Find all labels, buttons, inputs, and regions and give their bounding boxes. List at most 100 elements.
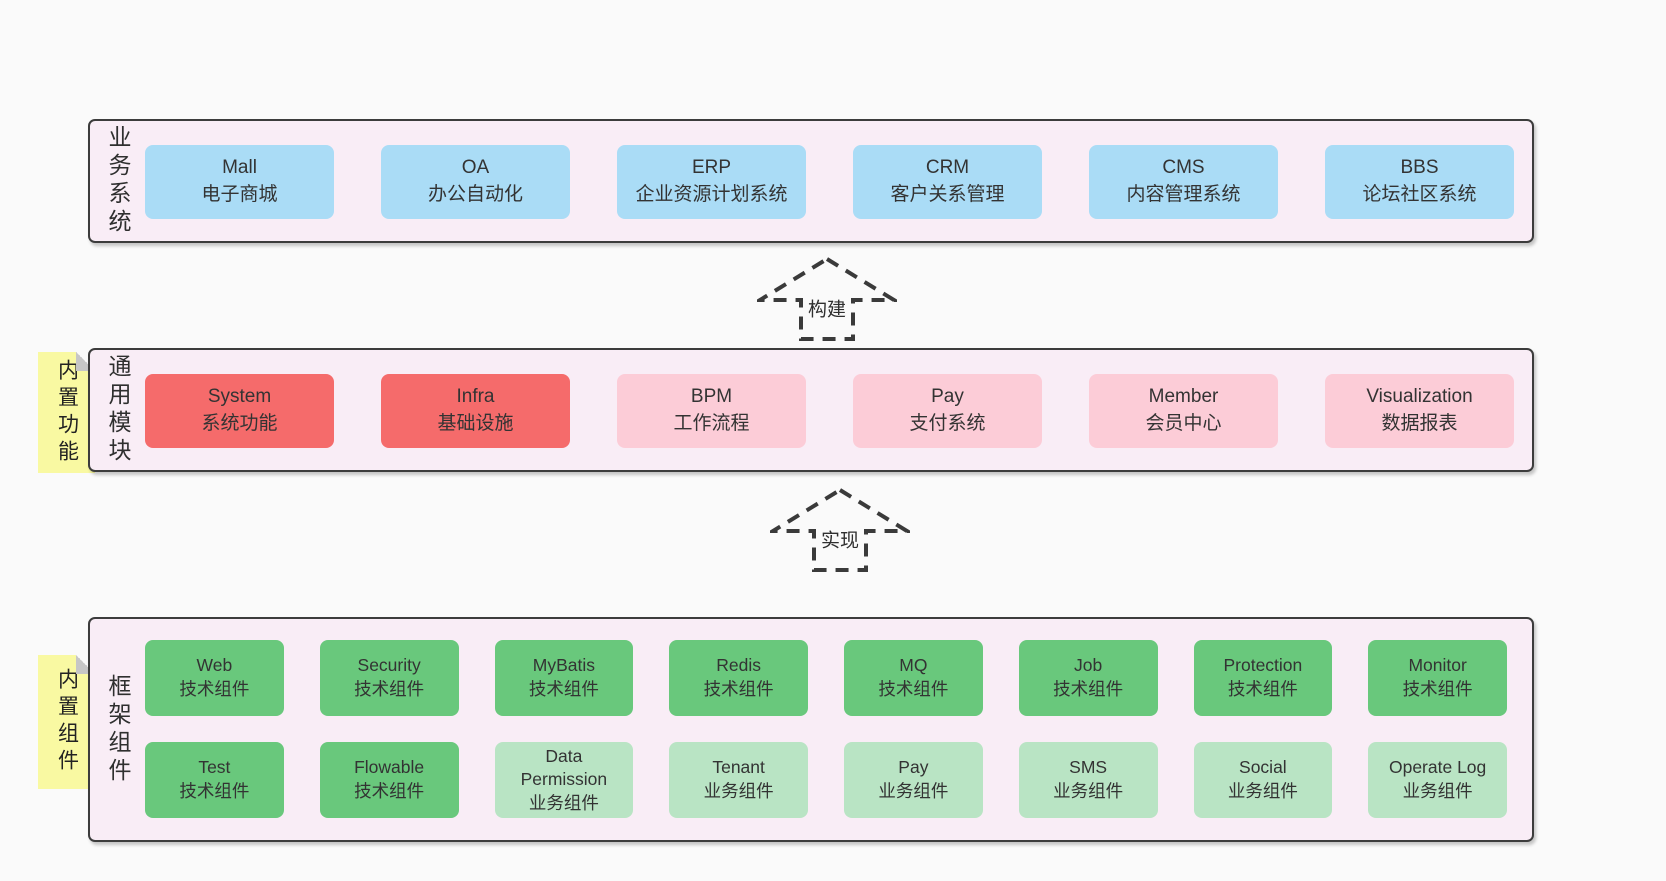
component-subtitle: 技术组件 (179, 781, 250, 801)
module-subtitle: 基础设施 (437, 413, 514, 434)
component-title: Monitor (1408, 655, 1467, 676)
module-title: OA (461, 157, 490, 179)
component-box: MyBatis 技术组件 (494, 640, 634, 716)
component-title: Data Permission (520, 745, 608, 790)
component-box: MQ 技术组件 (844, 640, 983, 716)
component-subtitle: 技术组件 (354, 781, 425, 801)
component-subtitle: 技术组件 (528, 679, 599, 699)
component-subtitle: 技术组件 (1053, 679, 1124, 699)
module-subtitle: 电子商城 (201, 184, 278, 205)
common-modules-grid: System 系统功能 Infra 基础设施 BPM 工作流程 Pay 支付系统 (145, 374, 1514, 448)
component-box: SMS 业务组件 (1018, 742, 1158, 818)
component-subtitle: 业务组件 (703, 781, 774, 801)
build-arrow-label: 构建 (805, 294, 849, 322)
band-framework-components: 框架组件 Web 技术组件 Security 技术组件 MyBatis 技术组件 (88, 617, 1534, 842)
module-subtitle: 内容管理系统 (1126, 184, 1241, 205)
component-box: Operate Log 业务组件 (1368, 742, 1507, 818)
module-box: System 系统功能 (145, 374, 334, 448)
module-box: BBS 论坛社区系统 (1325, 145, 1514, 219)
module-title: Visualization (1366, 386, 1473, 408)
module-title: CRM (925, 157, 970, 179)
component-subtitle: 业务组件 (528, 792, 599, 813)
component-box: Security 技术组件 (319, 640, 459, 716)
module-box: CRM 客户关系管理 (853, 145, 1042, 219)
component-subtitle: 技术组件 (703, 679, 774, 699)
module-title: ERP (691, 157, 732, 179)
component-box: Data Permission 业务组件 (494, 742, 634, 818)
component-box: Social 业务组件 (1193, 742, 1333, 818)
component-box: Protection 技术组件 (1193, 640, 1333, 716)
module-subtitle: 数据报表 (1381, 413, 1458, 434)
sticky-note-built-in-features: 内置功能 (38, 352, 95, 473)
band-label: 框架组件 (105, 673, 131, 786)
component-subtitle: 业务组件 (1227, 781, 1298, 801)
dashed-up-arrow-icon (757, 256, 897, 341)
band-common-modules: 通用模块 System 系统功能 Infra 基础设施 BPM 工作流程 (88, 348, 1534, 472)
module-subtitle: 会员中心 (1145, 413, 1222, 434)
module-title: Member (1148, 386, 1219, 408)
component-subtitle: 技术组件 (179, 679, 250, 699)
module-subtitle: 办公自动化 (427, 184, 523, 205)
component-title: Test (198, 757, 231, 778)
component-title: Redis (716, 655, 761, 676)
component-title: Social (1239, 757, 1287, 778)
module-title: CMS (1162, 157, 1205, 179)
component-title: Operate Log (1388, 757, 1487, 778)
module-title: Mall (222, 157, 257, 179)
module-box: Pay 支付系统 (853, 374, 1042, 448)
component-title: SMS (1069, 757, 1108, 778)
component-subtitle: 业务组件 (1402, 781, 1473, 801)
module-subtitle: 系统功能 (201, 413, 278, 434)
implement-arrow: 实现 (770, 487, 910, 573)
component-box: Web 技术组件 (145, 640, 284, 716)
component-box: Monitor 技术组件 (1368, 640, 1507, 716)
component-title: Flowable (354, 757, 425, 778)
component-box: Job 技术组件 (1018, 640, 1158, 716)
module-subtitle: 客户关系管理 (890, 184, 1005, 205)
sticky-note-label: 内置组件 (55, 668, 79, 776)
sticky-note-label: 内置功能 (55, 358, 79, 467)
module-box: OA 办公自动化 (381, 145, 570, 219)
implement-arrow-label: 实现 (818, 525, 862, 553)
component-title: Security (357, 655, 421, 676)
module-subtitle: 论坛社区系统 (1362, 184, 1477, 205)
component-subtitle: 技术组件 (1402, 679, 1473, 699)
module-subtitle: 工作流程 (673, 413, 750, 434)
build-arrow: 构建 (757, 256, 897, 342)
business-systems-grid: Mall 电子商城 OA 办公自动化 ERP 企业资源计划系统 CRM 客户关系… (145, 145, 1514, 219)
module-box: BPM 工作流程 (617, 374, 806, 448)
module-title: System (207, 386, 272, 408)
module-title: Infra (456, 386, 495, 408)
component-box: Redis 技术组件 (669, 640, 808, 716)
component-subtitle: 技术组件 (354, 679, 425, 699)
module-subtitle: 支付系统 (909, 413, 986, 434)
component-box: Flowable 技术组件 (319, 742, 459, 818)
module-box: Member 会员中心 (1089, 374, 1278, 448)
component-box: Test 技术组件 (145, 742, 284, 818)
module-box: Visualization 数据报表 (1325, 374, 1514, 448)
dashed-up-arrow-icon (770, 487, 910, 572)
sticky-note-built-in-components: 内置组件 (38, 655, 95, 789)
module-box: Mall 电子商城 (145, 145, 334, 219)
component-subtitle: 技术组件 (878, 679, 949, 699)
component-title: MyBatis (532, 655, 595, 676)
component-title: Tenant (712, 757, 765, 778)
module-subtitle: 企业资源计划系统 (635, 184, 788, 205)
band-label: 业务系统 (105, 125, 131, 237)
component-title: Pay (898, 757, 929, 778)
component-box: Tenant 业务组件 (669, 742, 808, 818)
framework-components-grid: Web 技术组件 Security 技术组件 MyBatis 技术组件 Redi… (145, 640, 1507, 818)
component-box: Pay 业务组件 (844, 742, 983, 818)
module-box: CMS 内容管理系统 (1089, 145, 1278, 219)
module-title: BPM (690, 386, 733, 408)
component-title: Protection (1223, 655, 1303, 676)
module-box: Infra 基础设施 (381, 374, 570, 448)
component-subtitle: 技术组件 (1227, 679, 1298, 699)
component-title: Job (1074, 655, 1103, 676)
band-business-systems: 业务系统 Mall 电子商城 OA 办公自动化 ERP 企业资源计划系统 (88, 119, 1534, 243)
component-title: MQ (899, 655, 928, 676)
band-label: 通用模块 (105, 354, 131, 466)
component-subtitle: 业务组件 (1053, 781, 1124, 801)
module-title: BBS (1400, 157, 1439, 179)
